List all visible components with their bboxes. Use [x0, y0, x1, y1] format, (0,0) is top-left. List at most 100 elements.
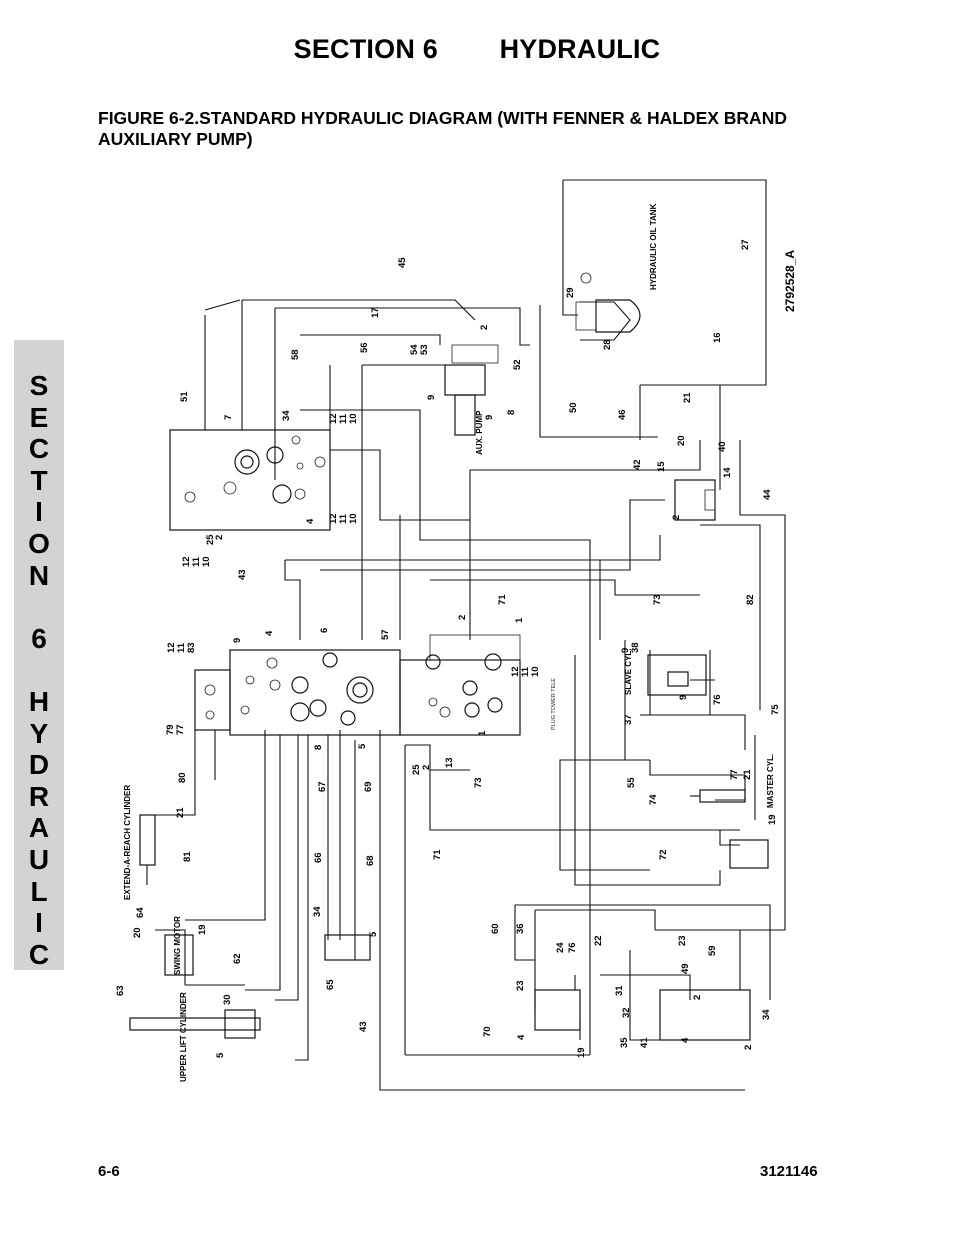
tower-lift-manifold — [169, 429, 331, 531]
callout-labels: 45 17 58 56 54 53 2 52 9 9 8 51 7 34 12 … — [115, 239, 781, 1058]
callout: 51 — [179, 391, 190, 402]
callout: 9 — [426, 395, 437, 400]
swing-motor-label: SWING MOTOR — [173, 916, 182, 975]
master-cylinder — [690, 789, 746, 803]
callout: 10 — [530, 666, 541, 677]
callout: 59 — [707, 945, 718, 956]
callout: 12 — [328, 413, 339, 424]
side-tab-letter: D — [28, 749, 50, 781]
side-tab-letter: I — [35, 496, 43, 528]
callout: 5 — [368, 931, 379, 937]
callout: 43 — [237, 569, 248, 580]
side-tab-letter: 6 — [31, 622, 47, 654]
callout: 34 — [761, 1009, 772, 1020]
callout: 34 — [312, 906, 323, 917]
callout: 10 — [348, 513, 359, 524]
callout: 5 — [357, 743, 368, 749]
callout: 2 — [457, 615, 468, 620]
callout: 76 — [567, 942, 578, 953]
fenner-pump — [674, 479, 716, 521]
callout: 71 — [497, 594, 508, 605]
callout: 25 — [205, 534, 216, 545]
callout: 14 — [722, 467, 733, 478]
callout: 2 — [421, 765, 432, 770]
side-tab-letter: C — [28, 433, 50, 465]
callout: 54 — [409, 344, 420, 355]
swing-motor — [164, 934, 194, 976]
callout: 2 — [479, 325, 490, 330]
rotator-actuator — [729, 839, 769, 869]
callout: 62 — [232, 953, 243, 964]
page-number: 6-6 — [98, 1163, 120, 1180]
callout: 72 — [658, 849, 669, 860]
side-tab-letter: E — [29, 401, 49, 433]
callout: 21 — [682, 392, 693, 403]
section-title: SECTION 6 HYDRAULIC — [293, 34, 661, 64]
callout: 73 — [473, 777, 484, 788]
callout: 74 — [648, 794, 659, 805]
callout: 81 — [182, 851, 193, 862]
callout: 83 — [186, 642, 197, 653]
upper-lift-cylinder — [129, 1009, 261, 1039]
callout: 19 — [576, 1047, 587, 1058]
callout: 4 — [264, 630, 275, 636]
callout: 41 — [639, 1037, 650, 1048]
callout: 7 — [223, 415, 234, 420]
callout: 12 — [181, 556, 192, 567]
callout: 52 — [512, 359, 523, 370]
callout: 9 — [678, 695, 689, 700]
callout: 30 — [222, 994, 233, 1005]
callout: 10 — [348, 413, 359, 424]
callout: 28 — [602, 339, 613, 350]
callout: 68 — [365, 855, 376, 866]
callout: 17 — [370, 307, 381, 318]
callout: 34 — [281, 410, 292, 421]
callout: 1 — [477, 730, 488, 736]
side-tab-letter: S — [29, 370, 49, 401]
callout: 19 — [197, 924, 208, 935]
callout: 11 — [520, 666, 531, 677]
callout: 49 — [680, 963, 691, 974]
side-tab-letter: I — [35, 907, 43, 939]
callout: 50 — [568, 402, 579, 413]
callout: 9 — [484, 415, 495, 420]
callout: 6 — [319, 628, 330, 633]
callout: 21 — [175, 807, 186, 818]
aux-pump-label: AUX. PUMP — [475, 410, 484, 455]
callout: 5 — [215, 1052, 226, 1058]
side-tab-letter: A — [28, 812, 50, 844]
side-tab-letter: N — [28, 559, 50, 591]
callout: 23 — [677, 935, 688, 946]
side-tab-letters: S E C T I O N 6 H Y D R A U L I C — [14, 370, 64, 970]
tank-label: HYDRAULIC OIL TANK — [649, 203, 658, 290]
callout: 82 — [745, 594, 756, 605]
side-tab-letter: U — [28, 843, 50, 875]
callout: 80 — [177, 772, 188, 783]
callout: 32 — [621, 1007, 632, 1018]
callout: 19 — [767, 814, 778, 825]
callout: 35 — [619, 1037, 630, 1048]
side-tab-letter: Y — [29, 717, 49, 749]
callout: 11 — [191, 556, 202, 567]
callout: 43 — [358, 1021, 369, 1032]
callout: 79 — [165, 724, 176, 735]
component-labels: HYDRAULIC OIL TANK AUX. PUMP SLAVE CYL. … — [123, 203, 797, 1082]
callout: 20 — [132, 927, 143, 938]
callout: 38 — [630, 642, 641, 653]
side-tab-letter: C — [28, 938, 50, 970]
callout: 29 — [565, 287, 576, 298]
callout: 70 — [482, 1026, 493, 1037]
callout: 75 — [770, 704, 781, 715]
telescope-valve — [324, 934, 371, 961]
callout: 64 — [135, 907, 146, 918]
callout: 11 — [338, 513, 349, 524]
callout: 25 — [411, 764, 422, 775]
callout: 45 — [397, 257, 408, 268]
extend-a-reach-label: EXTEND-A-REACH CYLINDER — [123, 785, 132, 900]
callout: 8 — [506, 410, 517, 415]
callout: 46 — [617, 409, 628, 420]
callout: 9 — [232, 638, 243, 643]
callout: 65 — [325, 979, 336, 990]
callout: 4 — [305, 518, 316, 524]
